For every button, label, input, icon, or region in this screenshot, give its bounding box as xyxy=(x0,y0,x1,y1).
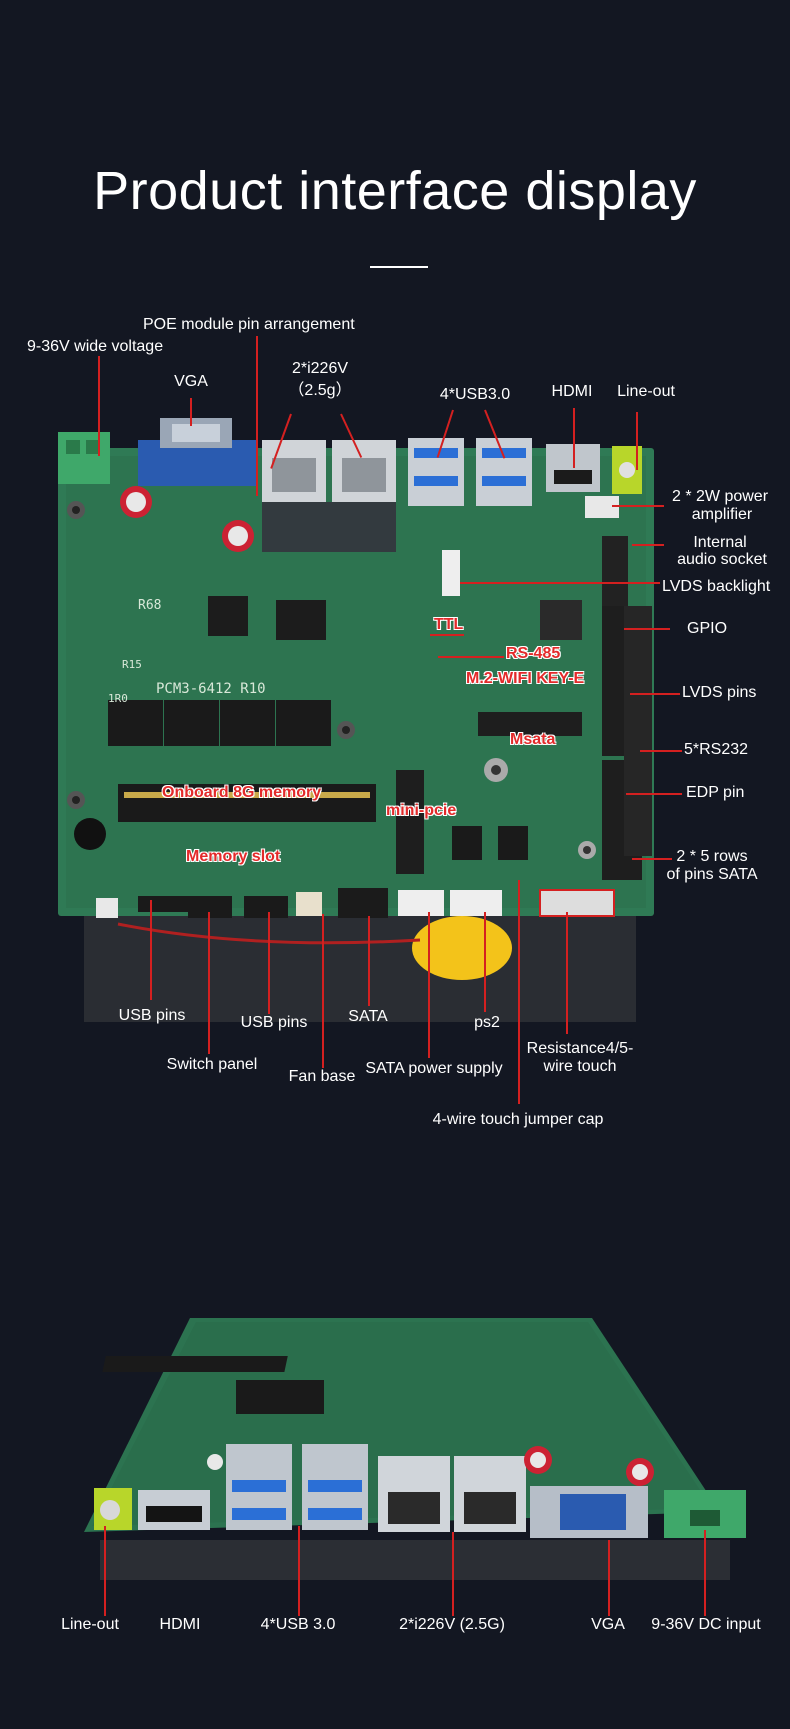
label-sata-rows-line2: of pins SATA xyxy=(666,866,758,883)
label-wide-voltage: 9-36V wide voltage xyxy=(27,338,164,355)
callout-msata: Msata xyxy=(510,731,556,748)
leader-amp xyxy=(612,505,664,507)
leader-ps2 xyxy=(484,912,486,1012)
label-audio-line1: Internal xyxy=(693,534,747,551)
leader-sata-power xyxy=(428,912,430,1058)
callout-memory-slot: Memory slot xyxy=(186,848,281,865)
leader-bottom-dc xyxy=(704,1530,706,1616)
coin-battery xyxy=(412,916,512,980)
leader-touch-jumper xyxy=(518,880,520,1104)
msata-slot xyxy=(478,712,582,736)
label-lvds-pins: LVDS pins xyxy=(682,684,757,701)
leader-fan-base xyxy=(322,914,324,1068)
label-usb-pins-2: USB pins xyxy=(240,1014,308,1031)
label-rs232: 5*RS232 xyxy=(684,741,749,758)
leader-wide-voltage xyxy=(98,356,100,456)
leader-edp xyxy=(626,793,682,795)
leader-bottom-vga xyxy=(608,1540,610,1616)
label-line-out: Line-out xyxy=(617,383,675,400)
label-resist-line1: Resistance4/5- xyxy=(526,1040,634,1057)
bottom-label-vga: VGA xyxy=(591,1616,625,1633)
bottom-label-lan: 2*i226V (2.5G) xyxy=(399,1616,505,1633)
label-vga: VGA xyxy=(174,373,208,390)
label-gpio: GPIO xyxy=(687,620,728,637)
label-fan-base: Fan base xyxy=(288,1068,356,1085)
callout-ttl: TTL xyxy=(434,616,464,633)
callout-m2-wifi: M.2-WIFI KEY-E xyxy=(466,670,585,687)
leader-rs485 xyxy=(438,656,504,658)
label-ps2: ps2 xyxy=(474,1014,500,1031)
leader-lvds-pins xyxy=(630,693,680,695)
silkscreen-r15: R15 xyxy=(122,658,142,671)
label-touch-jumper: 4-wire touch jumper cap xyxy=(432,1111,604,1128)
leader-poe xyxy=(256,336,258,496)
pin-header-right-1 xyxy=(602,536,628,606)
label-lan-line2: （2.5g） xyxy=(288,382,352,399)
leader-line-out xyxy=(636,412,638,470)
label-sata-power: SATA power supply xyxy=(365,1060,503,1077)
bottom-heatsink xyxy=(100,1540,730,1580)
leader-resistance xyxy=(566,912,568,1034)
power-terminal xyxy=(58,432,110,484)
label-lan-line1: 2*i226V xyxy=(291,360,349,377)
leader-vga xyxy=(190,398,192,426)
label-sata: SATA xyxy=(348,1008,388,1025)
callout-mini-pcie: mini-pcie xyxy=(386,802,457,819)
callout-rs485: RS-485 xyxy=(506,645,561,662)
label-amp-line1: 2 * 2W power xyxy=(671,488,769,505)
leader-gpio xyxy=(624,628,670,630)
label-audio-line2: audio socket xyxy=(677,551,767,568)
leader-bottom-lan xyxy=(452,1532,454,1616)
bottom-label-line-out: Line-out xyxy=(61,1616,119,1633)
label-hdmi: HDMI xyxy=(551,383,593,400)
leader-lvds-backlight xyxy=(460,582,660,584)
leader-hdmi xyxy=(573,408,575,468)
bottom-label-hdmi: HDMI xyxy=(159,1616,201,1633)
silkscreen-r68: R68 xyxy=(138,598,162,613)
leader-ttl xyxy=(430,634,464,636)
mini-pcie-slot xyxy=(396,770,424,874)
leader-usb-pins-2 xyxy=(268,912,270,1014)
page-title: Product interface display xyxy=(93,161,697,221)
title-divider xyxy=(370,266,428,268)
label-lvds-backlight: LVDS backlight xyxy=(662,578,771,595)
silkscreen-model: PCM3-6412 R10 xyxy=(156,681,266,697)
leader-sata-rows xyxy=(632,858,672,860)
bottom-label-dc-input: 9-36V DC input xyxy=(651,1616,761,1633)
label-resist-line2: wire touch xyxy=(543,1058,617,1075)
label-amp-line2: amplifier xyxy=(691,506,753,523)
leader-rs232 xyxy=(640,750,682,752)
silkscreen-1r0: 1R0 xyxy=(108,692,128,705)
leader-bottom-usb xyxy=(298,1526,300,1616)
memory-slot xyxy=(118,784,376,822)
callout-memory: Onboard 8G memory xyxy=(162,784,322,801)
label-usb-pins-1: USB pins xyxy=(118,1007,186,1024)
label-edp: EDP pin xyxy=(686,784,745,801)
bottom-label-usb30: 4*USB 3.0 xyxy=(260,1616,336,1633)
leader-bottom-line-out xyxy=(104,1526,106,1616)
leader-audio xyxy=(632,544,664,546)
label-sata-rows-line1: 2 * 5 rows xyxy=(676,848,748,865)
leader-sata xyxy=(368,916,370,1006)
label-usb30: 4*USB3.0 xyxy=(439,386,511,403)
label-switch-panel: Switch panel xyxy=(166,1056,258,1073)
label-poe: POE module pin arrangement xyxy=(143,316,355,333)
leader-switch-panel xyxy=(208,912,210,1054)
leader-usb-pins-1 xyxy=(150,900,152,1000)
